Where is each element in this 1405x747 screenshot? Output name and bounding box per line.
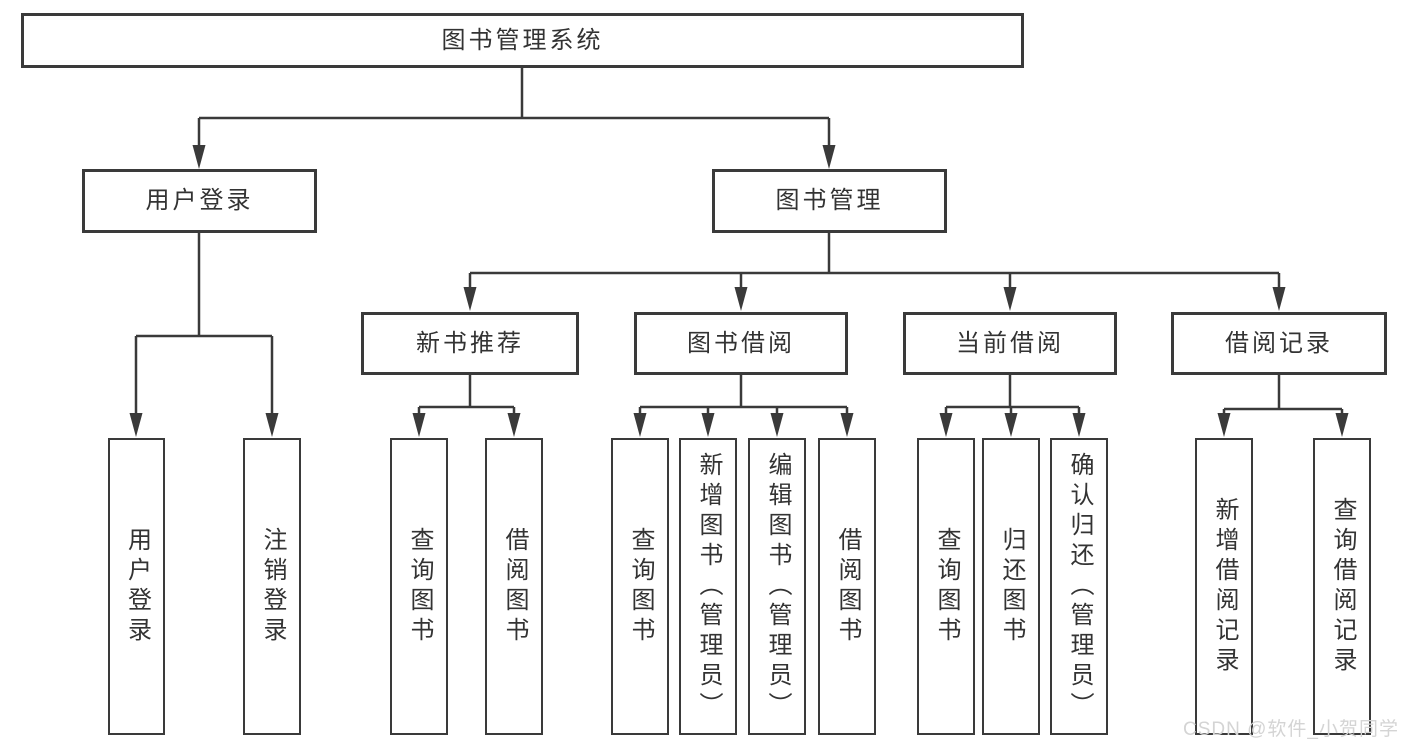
leaf-edit-books-admin: 编辑图书（管理员） [748, 438, 806, 735]
leaf-add-borrow-record-label: 新增借阅记录 [1211, 496, 1238, 677]
arrowhead [1272, 287, 1286, 311]
connector-root-to-level2 [197, 68, 831, 147]
leaf-recommend-query-books: 查询图书 [390, 438, 448, 735]
node-book-management-label: 图书管理 [775, 187, 884, 214]
leaf-edit-books-admin-label: 编辑图书（管理员） [764, 451, 791, 722]
connector-current-borrowing-branch [944, 375, 1081, 415]
node-book-borrowing: 图书借阅 [634, 312, 848, 375]
node-new-book-recommend: 新书推荐 [361, 312, 579, 375]
leaf-borrowing-borrow-books: 借阅图书 [818, 438, 876, 735]
arrowhead [1335, 413, 1349, 437]
arrowhead [734, 287, 748, 311]
connector-book-borrowing-branch [638, 375, 849, 415]
csdn-watermark: CSDN @软件_小贺同学 [1183, 719, 1399, 740]
leaf-add-books-admin: 新增图书（管理员） [679, 438, 737, 735]
leaf-borrowing-query-books: 查询图书 [611, 438, 669, 735]
leaf-user-login-label: 用户登录 [123, 526, 151, 647]
node-current-borrowing-label: 当前借阅 [956, 329, 1064, 357]
leaf-borrowing-borrow-books-label: 借阅图书 [834, 526, 861, 647]
arrowhead [1072, 413, 1086, 437]
arrowhead [265, 413, 279, 437]
leaf-return-books-label: 归还图书 [998, 526, 1025, 647]
leaf-recommend-borrow-books: 借阅图书 [485, 438, 543, 735]
arrowhead [633, 413, 647, 437]
node-book-borrowing-label: 图书借阅 [687, 329, 795, 357]
leaf-current-query-books-label: 查询图书 [933, 526, 960, 647]
node-book-management: 图书管理 [712, 169, 947, 233]
node-current-borrowing: 当前借阅 [903, 312, 1117, 375]
node-root-label: 图书管理系统 [441, 26, 604, 54]
leaf-current-query-books: 查询图书 [917, 438, 975, 735]
leaf-recommend-query-books-label: 查询图书 [406, 526, 433, 647]
arrowhead [840, 413, 854, 437]
connector-user-login-branch [134, 233, 274, 415]
arrowhead [412, 413, 426, 437]
leaf-confirm-return-admin: 确认归还（管理员） [1050, 438, 1108, 735]
node-user-login-label: 用户登录 [145, 187, 254, 214]
arrowhead [129, 413, 143, 437]
leaf-add-borrow-record: 新增借阅记录 [1195, 438, 1253, 735]
leaf-return-books: 归还图书 [982, 438, 1040, 735]
connector-book-management-branch [468, 233, 1281, 289]
arrowhead [822, 145, 836, 169]
leaf-query-borrow-record-label: 查询借阅记录 [1329, 496, 1356, 677]
leaf-recommend-borrow-books-label: 借阅图书 [501, 526, 528, 647]
leaf-logout-label: 注销登录 [259, 526, 286, 647]
node-user-login: 用户登录 [82, 169, 317, 233]
leaf-logout: 注销登录 [243, 438, 301, 735]
arrowhead [939, 413, 953, 437]
arrowhead [701, 413, 715, 437]
leaf-borrowing-query-books-label: 查询图书 [627, 526, 654, 647]
arrowhead [507, 413, 521, 437]
connector-new-book-recommend-branch [417, 375, 516, 415]
arrowhead [463, 287, 477, 311]
leaf-query-borrow-record: 查询借阅记录 [1313, 438, 1371, 735]
node-root: 图书管理系统 [21, 13, 1024, 68]
arrowhead [1217, 413, 1231, 437]
arrowhead [192, 145, 206, 169]
arrowhead [1003, 287, 1017, 311]
arrowhead [1004, 413, 1018, 437]
connector-borrowing-records-branch [1222, 375, 1344, 415]
leaf-add-books-admin-label: 新增图书（管理员） [695, 451, 722, 722]
leaf-user-login: 用户登录 [108, 438, 165, 735]
node-borrowing-records-label: 借阅记录 [1225, 329, 1333, 357]
arrowhead [770, 413, 784, 437]
node-new-book-recommend-label: 新书推荐 [416, 329, 524, 357]
node-borrowing-records: 借阅记录 [1171, 312, 1387, 375]
leaf-confirm-return-admin-label: 确认归还（管理员） [1066, 451, 1093, 722]
